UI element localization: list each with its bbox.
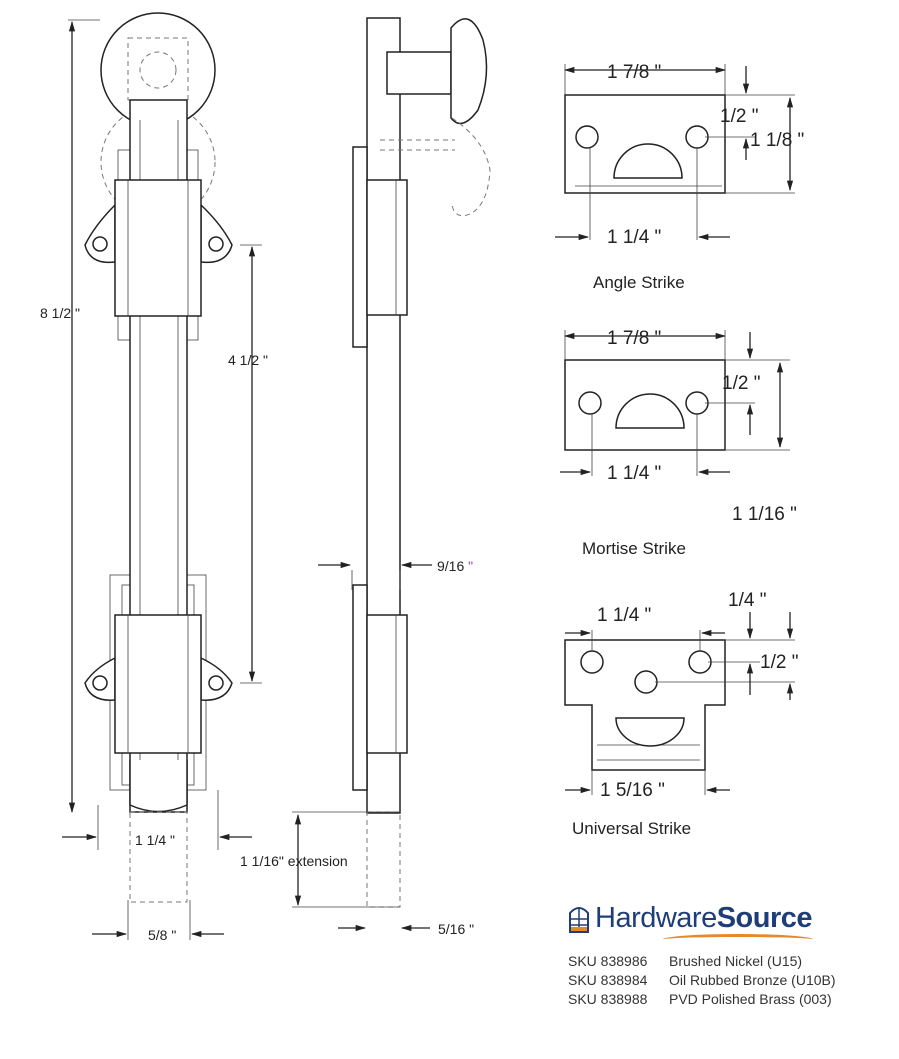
angle-offset-label: 1/2 " (720, 106, 758, 127)
bolt-diameter-label: 5/8 " (148, 927, 176, 943)
angle-height-label: 1 1/8 " (750, 130, 804, 151)
angle-strike-drawing (555, 64, 795, 241)
front-view (62, 12, 262, 940)
angle-width-label: 1 7/8 " (607, 62, 661, 83)
svg-text:9/16 ": 9/16 " (437, 558, 473, 574)
universal-vertical-spacing-label: 1/2 " (760, 652, 798, 673)
body-width-label: 1 1/4 " (135, 832, 175, 848)
universal-strike-title: Universal Strike (572, 819, 691, 838)
universal-strike-drawing (564, 612, 795, 795)
mortise-strike-title: Mortise Strike (582, 539, 686, 558)
hardware-source-logo: HardwareSource (568, 898, 813, 938)
mortise-hole-spacing-label: 1 1/4 " (607, 463, 661, 484)
universal-top-offset-label: 1/4 " (728, 590, 766, 611)
mortise-width-label: 1 7/8 " (607, 328, 661, 349)
extension-label: 1 1/16" extension (240, 853, 348, 869)
universal-width-label: 1 5/16 " (600, 780, 665, 801)
brand-name: HardwareSource (595, 901, 813, 934)
plate-thickness-label: 5/16 " (438, 921, 474, 937)
door-window-icon (569, 907, 589, 933)
angle-strike-title: Angle Strike (593, 273, 685, 292)
mount-spacing-label: 4 1/2 " (228, 352, 268, 368)
overall-length-label: 8 1/2 " (40, 305, 80, 321)
plate-offset-label: 9/16 (437, 558, 464, 574)
brand-swoosh (663, 934, 813, 945)
mortise-height-label: 1 1/16 " (732, 504, 797, 525)
side-view (292, 17, 491, 932)
mortise-strike-drawing (560, 330, 790, 476)
mortise-offset-label: 1/2 " (722, 373, 760, 394)
angle-hole-spacing-label: 1 1/4 " (607, 227, 661, 248)
plate-offset-mark: " (468, 558, 473, 574)
universal-hole-spacing-label: 1 1/4 " (597, 605, 651, 626)
